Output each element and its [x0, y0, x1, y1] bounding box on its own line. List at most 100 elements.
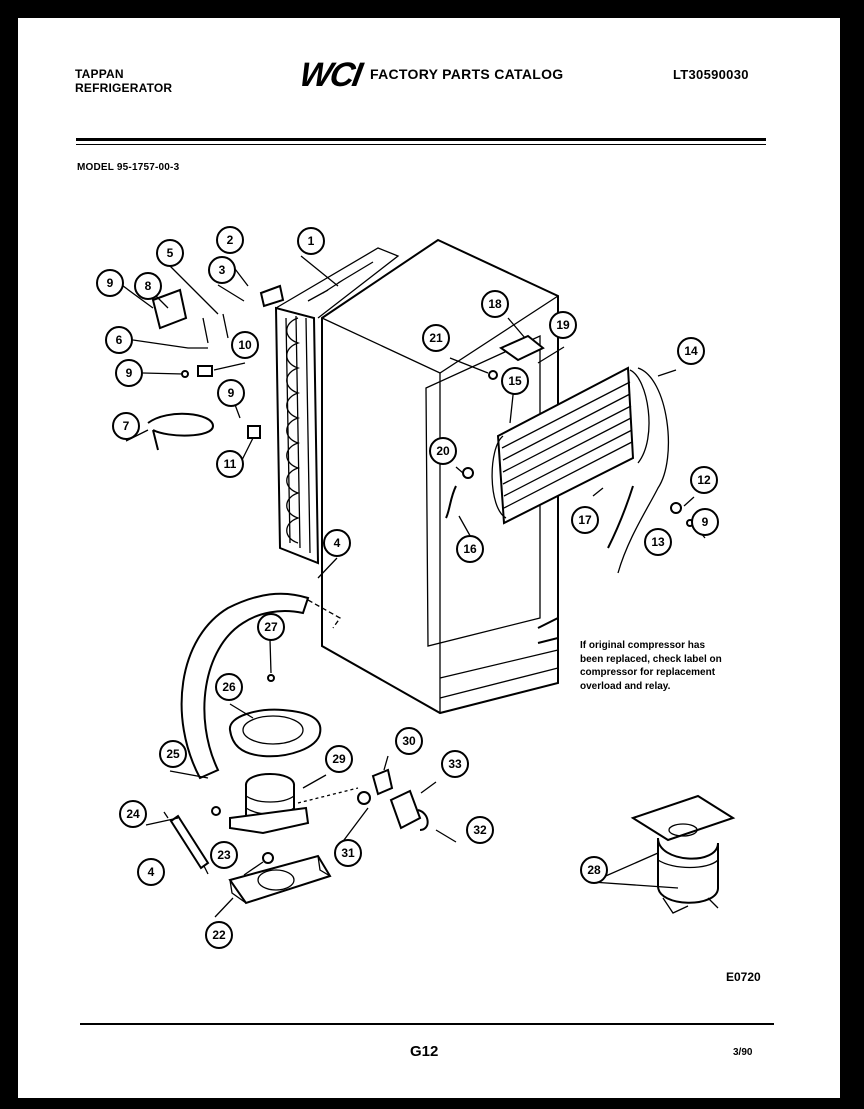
callout-circle	[119, 800, 147, 828]
callout-29: 29	[325, 745, 353, 773]
header-rule	[76, 138, 766, 141]
callout-circle	[690, 466, 718, 494]
callout-label: 16	[463, 542, 477, 556]
catalog-title: FACTORY PARTS CATALOG	[370, 66, 564, 82]
callout-9: 9	[115, 359, 143, 387]
callout-28: 28	[580, 856, 608, 884]
page-number: G12	[410, 1043, 439, 1060]
replacement-compressor	[630, 794, 736, 914]
callout-circle	[429, 437, 457, 465]
callout-label: 2	[227, 233, 234, 247]
callout-31: 31	[334, 839, 362, 867]
note-line: If original compressor has	[580, 640, 706, 651]
compressor-note: If original compressor has been replaced…	[580, 639, 780, 693]
compressor-bracket	[228, 854, 332, 905]
callout-label: 15	[508, 374, 522, 388]
callout-10: 10	[231, 331, 259, 359]
callout-19: 19	[549, 311, 577, 339]
callout-label: 24	[126, 807, 140, 821]
callout-4: 4	[323, 529, 351, 557]
callout-20: 20	[429, 437, 457, 465]
callout-circle	[422, 324, 450, 352]
catalog-sheet: TAPPAN REFRIGERATOR WCI FACTORY PARTS CA…	[18, 18, 840, 1098]
exploded-parts-diagram: 1234456789999101112131415161718192021222…	[96, 226, 736, 949]
callout-circle	[216, 450, 244, 478]
callout-circle	[334, 839, 362, 867]
callout-label: 23	[217, 848, 231, 862]
callout-label: 9	[126, 366, 133, 380]
callout-circle	[325, 745, 353, 773]
figure-code: E0720	[726, 970, 761, 984]
callout-14: 14	[677, 337, 705, 365]
callout-label: 3	[219, 263, 226, 277]
brand-name: TAPPAN	[75, 67, 124, 81]
callout-circle	[159, 740, 187, 768]
callout-13: 13	[644, 528, 672, 556]
callout-label: 31	[341, 846, 355, 860]
callout-30: 30	[395, 727, 423, 755]
callout-circle	[297, 227, 325, 255]
callout-5: 5	[156, 239, 184, 267]
callout-label: 11	[224, 457, 237, 471]
callout-circle	[231, 331, 259, 359]
header-rule-thin	[76, 144, 766, 145]
callout-label: 17	[578, 513, 592, 527]
callout-circle	[481, 290, 509, 318]
footer-rule	[80, 1023, 774, 1025]
callout-21: 21	[422, 324, 450, 352]
callout-label: 7	[123, 419, 130, 433]
callout-circle	[156, 239, 184, 267]
callout-circle	[441, 750, 469, 778]
callout-circle	[677, 337, 705, 365]
compressor	[211, 773, 310, 864]
callout-9: 9	[96, 269, 124, 297]
callout-circle	[115, 359, 143, 387]
callout-circle	[691, 508, 719, 536]
callout-25: 25	[159, 740, 187, 768]
callout-label: 25	[166, 747, 180, 761]
callout-circle	[112, 412, 140, 440]
callout-9: 9	[691, 508, 719, 536]
callout-32: 32	[466, 816, 494, 844]
callout-circle	[323, 529, 351, 557]
callout-circle	[257, 613, 285, 641]
callout-circle	[456, 535, 484, 563]
callout-18: 18	[481, 290, 509, 318]
callout-circle	[549, 311, 577, 339]
callout-circle	[216, 226, 244, 254]
callout-circle	[105, 326, 133, 354]
callout-22: 22	[205, 921, 233, 949]
callout-24: 24	[119, 800, 147, 828]
leader-lines	[118, 255, 706, 918]
callout-label: 29	[332, 752, 346, 766]
callout-label: 20	[436, 444, 450, 458]
callout-label: 12	[697, 473, 711, 487]
callout-layer: 1234456789999101112131415161718192021222…	[96, 226, 719, 949]
callout-15: 15	[501, 367, 529, 395]
right-small-parts	[445, 334, 694, 527]
callout-circle	[580, 856, 608, 884]
drain-hose	[180, 592, 341, 780]
callout-label: 4	[148, 865, 155, 879]
callout-9: 9	[217, 379, 245, 407]
callout-6: 6	[105, 326, 133, 354]
callout-label: 19	[556, 318, 570, 332]
callout-label: 8	[145, 279, 152, 293]
evaporator	[491, 366, 669, 574]
callout-circle	[137, 858, 165, 886]
callout-27: 27	[257, 613, 285, 641]
refrigerator-cabinet	[321, 238, 559, 715]
callout-circle	[466, 816, 494, 844]
callout-label: 4	[334, 536, 341, 550]
drain-pan	[228, 674, 322, 758]
callout-label: 6	[116, 333, 123, 347]
callout-8: 8	[134, 272, 162, 300]
callout-circle	[215, 673, 243, 701]
note-line: compressor for replacement	[580, 667, 716, 678]
catalog-number: LT30590030	[673, 67, 749, 82]
callout-label: 1	[308, 234, 315, 248]
callout-1: 1	[297, 227, 325, 255]
callout-label: 21	[429, 331, 443, 345]
callout-11: 11	[216, 450, 244, 478]
callout-label: 13	[651, 535, 665, 549]
